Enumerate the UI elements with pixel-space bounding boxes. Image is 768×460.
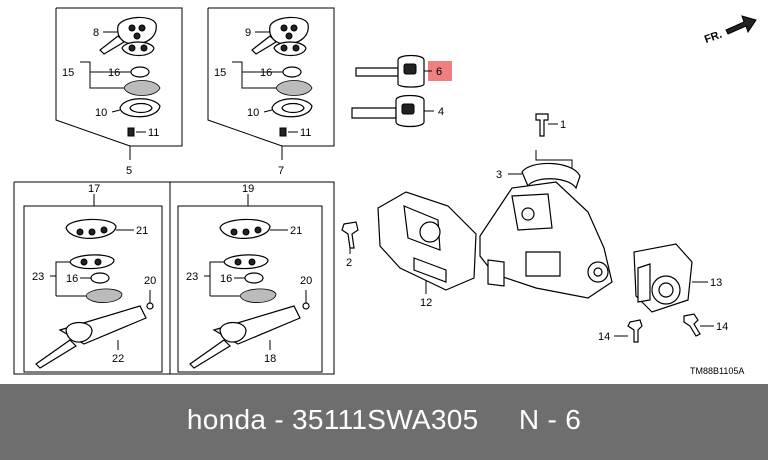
group-5-key-assembly: 8 15 16 10 11 5	[55, 7, 183, 177]
direction-label: FR.	[703, 29, 724, 46]
callout-18: 18	[264, 353, 276, 365]
key-4: 4	[351, 94, 444, 128]
callout-14a: 14	[598, 331, 610, 343]
direction-arrow-icon	[725, 15, 757, 35]
callout-19: 19	[242, 183, 254, 195]
callout-9: 9	[245, 27, 251, 39]
callout-14b: 14	[716, 321, 728, 333]
callout-22: 22	[112, 353, 124, 365]
callout-16d: 16	[220, 273, 232, 285]
group-19-smart-key: 21 23 16 20 18 19	[170, 181, 335, 375]
callout-10b: 10	[247, 107, 259, 119]
callout-3: 3	[496, 169, 502, 181]
callout-16a: 16	[108, 67, 120, 79]
callout-6-highlighted: 6	[436, 66, 442, 78]
key-6: 6	[355, 54, 452, 88]
callout-16c: 16	[66, 273, 78, 285]
callout-11b: 11	[300, 127, 311, 139]
callout-8: 8	[93, 27, 99, 39]
ignition-assembly: 1 3 2 12 13 14 1	[341, 113, 728, 343]
callout-21a: 21	[136, 225, 148, 237]
callout-11a: 11	[148, 127, 159, 139]
callout-21b: 21	[290, 225, 302, 237]
callout-23a: 23	[32, 271, 44, 283]
group-17-smart-key: 21 23 16 20 22 17	[13, 181, 171, 375]
callout-7: 7	[278, 165, 284, 177]
part-number-caption: honda - 35111SWA305 N - 6	[186, 404, 582, 435]
callout-1: 1	[560, 119, 566, 131]
callout-4: 4	[438, 106, 444, 118]
drawing-code: TM88B1105A	[690, 366, 744, 376]
callout-2: 2	[346, 257, 352, 269]
callout-13: 13	[710, 277, 722, 289]
callout-16b: 16	[260, 67, 272, 79]
callout-12: 12	[420, 297, 432, 309]
callout-17: 17	[88, 183, 100, 195]
callout-15b: 15	[214, 67, 226, 79]
callout-23b: 23	[186, 271, 198, 283]
callout-20b: 20	[300, 275, 312, 287]
caption-bar: honda - 35111SWA305 N - 6	[0, 384, 768, 460]
callout-20a: 20	[144, 275, 156, 287]
callout-15a: 15	[62, 67, 74, 79]
group-7-key-assembly: 9 15 16 10 11 7	[207, 7, 335, 177]
highlight-box-part-6	[428, 61, 452, 81]
callout-10a: 10	[95, 107, 107, 119]
callout-5: 5	[126, 165, 132, 177]
exploded-parts-diagram: 8 15 16 10 11 5 9 15 16 10 11 7	[13, 7, 757, 376]
front-direction-indicator: FR.	[703, 15, 757, 46]
